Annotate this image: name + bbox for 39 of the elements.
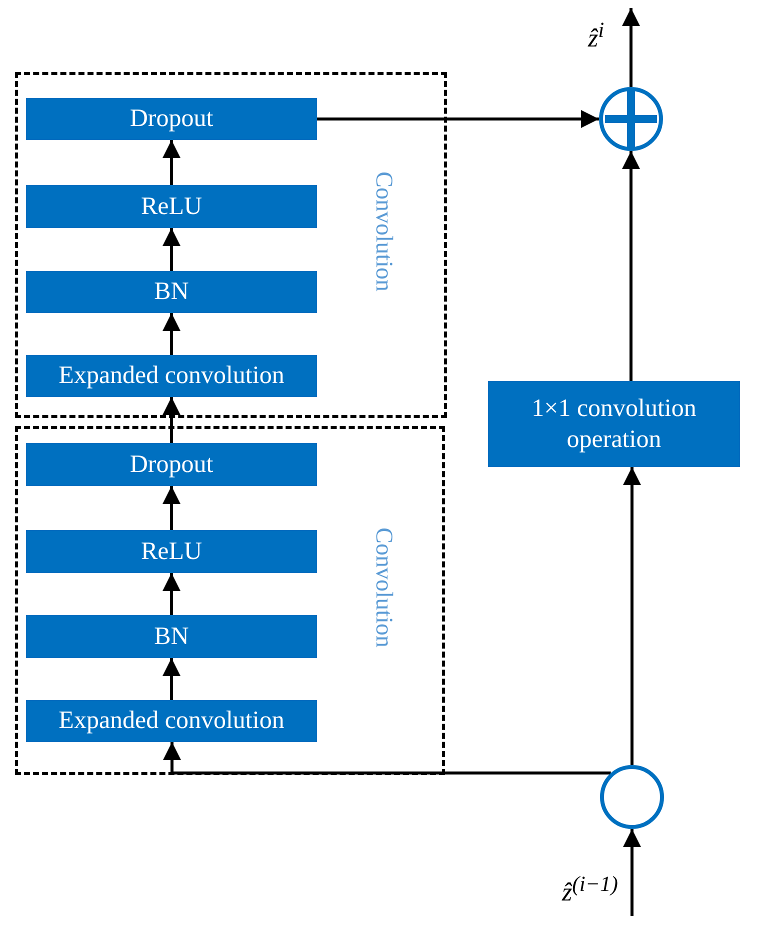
box-label: Expanded convolution xyxy=(58,706,284,736)
box-label: Dropout xyxy=(130,104,214,134)
variable-label: ẑ$^{i}$ xyxy=(588,18,604,54)
process-box xyxy=(26,185,317,228)
process-box xyxy=(26,355,317,397)
group-label: Convolution xyxy=(370,172,396,292)
arrow xyxy=(622,151,640,381)
box-label: Dropout xyxy=(130,450,214,480)
arrow xyxy=(162,228,180,271)
box-label: BN xyxy=(154,277,189,308)
arrow xyxy=(162,658,180,700)
process-box xyxy=(26,443,317,486)
arrow xyxy=(317,110,599,128)
box-label: BN xyxy=(154,622,189,652)
arrow xyxy=(163,742,611,774)
arrow xyxy=(162,140,180,185)
arrow xyxy=(623,467,641,765)
box-label: 1×1 convolution operation xyxy=(530,394,698,455)
process-box xyxy=(26,98,317,140)
arrow xyxy=(622,8,640,87)
arrow xyxy=(162,573,180,615)
box-label: Expanded convolution xyxy=(58,361,284,392)
arrow xyxy=(162,313,180,355)
dashed-group-box xyxy=(15,72,447,418)
arrow xyxy=(162,397,180,443)
box-label: ReLU xyxy=(140,192,202,222)
dashed-group-box xyxy=(15,426,445,775)
sum-circle xyxy=(599,87,663,151)
arrow xyxy=(162,486,180,530)
group-label: Convolution xyxy=(370,527,396,647)
process-box xyxy=(26,615,317,658)
box-label: ReLU xyxy=(140,536,202,567)
junction-circle xyxy=(600,765,664,829)
process-box xyxy=(26,530,317,573)
arrow xyxy=(623,829,641,916)
process-box xyxy=(26,700,317,742)
process-box xyxy=(26,271,317,313)
variable-label: ẑ$^{(i−1)}$ xyxy=(562,872,618,908)
process-box xyxy=(488,381,740,467)
